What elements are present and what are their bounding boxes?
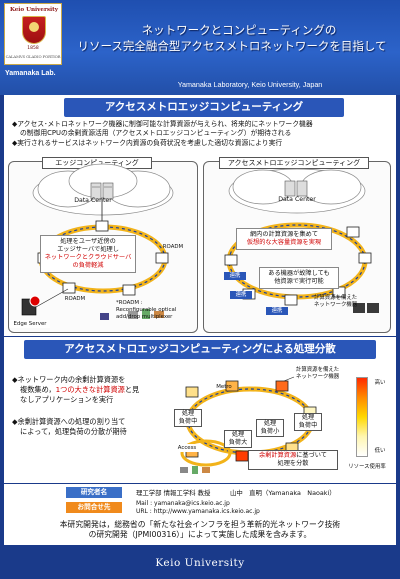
data-center-server-icon <box>284 180 308 197</box>
proc-box-2: 処理 負荷大 <box>224 430 252 448</box>
right-equip-line1: 計算資源を備えた <box>314 295 358 301</box>
proc2-line2: 負荷大 <box>228 439 248 446</box>
section2-bullet1-line2: 複数集め，1つの大きな計算資源と見 <box>20 385 139 395</box>
right-diagram-note1: 網内の計算資源を集めて 仮想的な大容量資源を実現 <box>236 228 332 250</box>
section1-panel: アクセスメトロエッジコンピューティング ◆アクセス･メトロネットワーク機器に制御… <box>4 95 396 336</box>
left-network-diagram <box>21 163 174 320</box>
usage-colorbar <box>356 377 368 457</box>
right-network-diagram <box>224 168 379 313</box>
network-equipment-icons <box>185 380 317 462</box>
lab-badge: Yamanaka Lab. <box>5 70 56 77</box>
assign-note: 余剰計算資源に基づいて 処理を分散 <box>248 450 338 470</box>
contact-tag: お問合せ先 <box>66 502 122 513</box>
left-roadm-label-2: ROADM <box>64 296 86 302</box>
left-note-line3: ネットワークとクラウドサーバ <box>44 254 132 261</box>
proc3-line2: 負荷小 <box>260 428 280 435</box>
contact-mail[interactable]: Mail : yamanaka@ics.keio.ac.jp <box>136 500 230 507</box>
proc1-line1: 処理 <box>181 410 195 417</box>
researcher-affiliation: 理工学部 情報工学科 教授 <box>136 489 211 497</box>
right-data-center-label: Data Center <box>278 196 316 203</box>
roadm-legend-title: *ROADM : <box>116 300 143 306</box>
user-devices-icon <box>180 466 210 474</box>
network-equipment-icon <box>353 303 379 313</box>
right-diagram-note2: ある機器が故障しても 他資源で実行可能 <box>259 267 339 289</box>
left-diagram-note: 処理をユーザ近傍の エッジサーバで処理し ネットワークとクラウドサーバ の負荷軽… <box>40 235 136 273</box>
section1-bullet1-line2: の制御用CPUの余剰資源活用（アクセスメトロエッジコンピューティング）が期待され… <box>20 129 292 137</box>
proc-box-4: 処理 負荷中 <box>294 413 322 431</box>
access-label: Access <box>174 444 200 452</box>
left-note-line4: の負荷軽減 <box>72 262 104 269</box>
access-ring <box>180 439 232 467</box>
section2-bullet2-line2: によって，処理負荷の分散が期待 <box>20 427 127 436</box>
header: Keio University 1858 CALAMVS GLADIO FORT… <box>0 0 400 95</box>
section2-bullet2-line1: ◆余剰計算資源への処理の割り当て <box>12 417 126 426</box>
colorbar-low: 低い <box>374 448 386 454</box>
logo-brand: Keio University <box>9 7 59 13</box>
proc4-line2: 負荷中 <box>298 422 318 429</box>
proc4-line1: 処理 <box>301 414 315 421</box>
proc-box-1: 処理 負荷中 <box>174 409 202 427</box>
roadm-legend-line1: Reconfigurable optical <box>116 307 177 313</box>
right-note2-line1: ある機器が故障しても <box>268 270 330 277</box>
user-devices-icon <box>100 309 164 320</box>
left-note-line2: エッジサーバで処理し <box>57 246 119 253</box>
link-label-1: 連携 <box>224 272 246 280</box>
section2-panel: アクセスメトロエッジコンピューティングによる処理分散 ◆ネットワーク内の余剰計算… <box>4 337 396 483</box>
left-note-line1: 処理をユーザ近傍の <box>60 238 116 245</box>
footer: Keio University <box>155 557 245 569</box>
link-label-3: 連携 <box>266 307 288 315</box>
researcher-tag: 研究者名 <box>66 487 122 498</box>
proc2-line1: 処理 <box>231 431 245 438</box>
s2-b1-part-a: 複数集め， <box>20 385 56 394</box>
right-note2-line2: 他資源で実行可能 <box>274 278 324 285</box>
section2-bullet1-line3: なしアプリケーションを実行 <box>20 395 114 404</box>
s2-equipment-label: 計算資源を備えた ネットワーク機器 <box>296 367 346 381</box>
assign-line1-red: 余剰計算資源 <box>259 452 297 459</box>
metro-label: Metro <box>216 384 232 390</box>
section1-bullet1-line1: ◆アクセス･メトロネットワーク機器に制御可能な計算資源が与えられ、将来的にネット… <box>12 120 313 128</box>
proc3-line1: 処理 <box>263 420 277 427</box>
right-diagram-tab: アクセスメトロエッジコンピューティング <box>219 157 369 169</box>
colorbar-high: 高い <box>374 380 386 386</box>
data-center-server-icon <box>90 182 114 200</box>
funding-note-line1: 本研究開発は，総務省の「新たな社会インフラを担う革新的光ネットワーク技術 <box>59 520 341 529</box>
funding-note-line2: の研究開発（JPMI00316）」によって実施した成果を含みます。 <box>88 530 312 539</box>
right-equip-line2: ネットワーク機器 <box>314 302 358 308</box>
cloud-icon <box>32 163 174 216</box>
section1-bullet2: ◆実行されるサービスはネットワーク内資源の負荷状況を考慮した適切な資源により実行 <box>12 139 283 147</box>
assign-line1-rest: に基づいて <box>296 452 327 459</box>
affiliation: Yamanaka Laboratory, Keio University, Ja… <box>177 80 323 89</box>
left-roadm-label-1: ROADM <box>162 244 184 250</box>
left-data-center-label: Data Center <box>74 197 112 204</box>
edge-server-label: Edge Server <box>10 320 50 328</box>
link-label-2: 連携 <box>230 291 252 299</box>
roadm-legend: *ROADM : Reconfigurable optical add/drop… <box>116 300 186 321</box>
title-line1: ネットワークとコンピューティングの <box>141 23 337 37</box>
edge-server-icon <box>21 295 41 316</box>
logo-motto: CALAMVS GLADIO FORTIOR <box>5 54 61 59</box>
proc1-line2: 負荷中 <box>178 418 198 425</box>
s2-b1-part-c: と見 <box>124 385 140 394</box>
s2-equip-line1: 計算資源を備えた <box>296 367 340 373</box>
right-note1-line2: 仮想的な大容量資源を実現 <box>246 239 322 246</box>
funding-note: 本研究開発は，総務省の「新たな社会インフラを担う革新的光ネットワーク技術 の研究… <box>4 517 396 545</box>
assign-line2: 処理を分散 <box>277 460 309 467</box>
section2-bullet1-line1: ◆ネットワーク内の余剰計算資源を <box>12 375 126 384</box>
section2-title: アクセスメトロエッジコンピューティングによる処理分散 <box>24 340 376 359</box>
keio-university-logo: Keio University 1858 CALAMVS GLADIO FORT… <box>4 3 62 65</box>
s2-b1-part-b: 1つの大きな計算資源 <box>55 385 125 394</box>
title-line2: リソース完全融合型アクセスメトロネットワークを目指して <box>77 39 387 53</box>
logo-year: 1858 <box>27 46 39 51</box>
researcher-name: 山中 直明（Yamanaka Naoaki） <box>230 489 336 497</box>
roadm-legend-line2: add/drop multiplexer <box>116 314 173 320</box>
contact-panel: 研究者名 お問合せ先 理工学部 情報工学科 教授 山中 直明（Yamanaka … <box>4 484 396 517</box>
right-note1-line1: 網内の計算資源を集めて <box>249 231 319 238</box>
colorbar-label: リソース使用率 <box>348 464 386 470</box>
section1-title: アクセスメトロエッジコンピューティング <box>64 98 344 117</box>
contact-url[interactable]: URL : http://www.yamanaka.ics.keio.ac.jp <box>136 508 260 515</box>
s2-equip-line2: ネットワーク機器 <box>296 374 340 380</box>
right-equipment-label: 計算資源を備えた ネットワーク機器 <box>314 295 374 309</box>
proc-box-3: 処理 負荷小 <box>256 419 284 437</box>
crest-icon <box>22 16 46 44</box>
